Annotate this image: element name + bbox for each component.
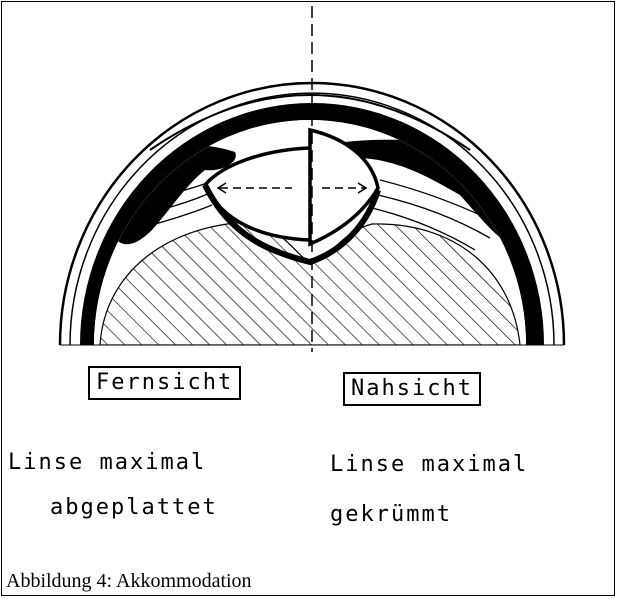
far-note-line2: abgeplattet (50, 495, 218, 520)
near-vision-label: Nahsicht (343, 372, 481, 406)
far-vision-label: Fernsicht (88, 366, 241, 400)
near-note-line1: Linse maximal (330, 452, 528, 477)
near-note-line2: gekrümmt (330, 502, 452, 527)
far-note-line1: Linse maximal (8, 450, 206, 475)
figure-caption: Abbildung 4: Akkommodation (6, 570, 252, 593)
